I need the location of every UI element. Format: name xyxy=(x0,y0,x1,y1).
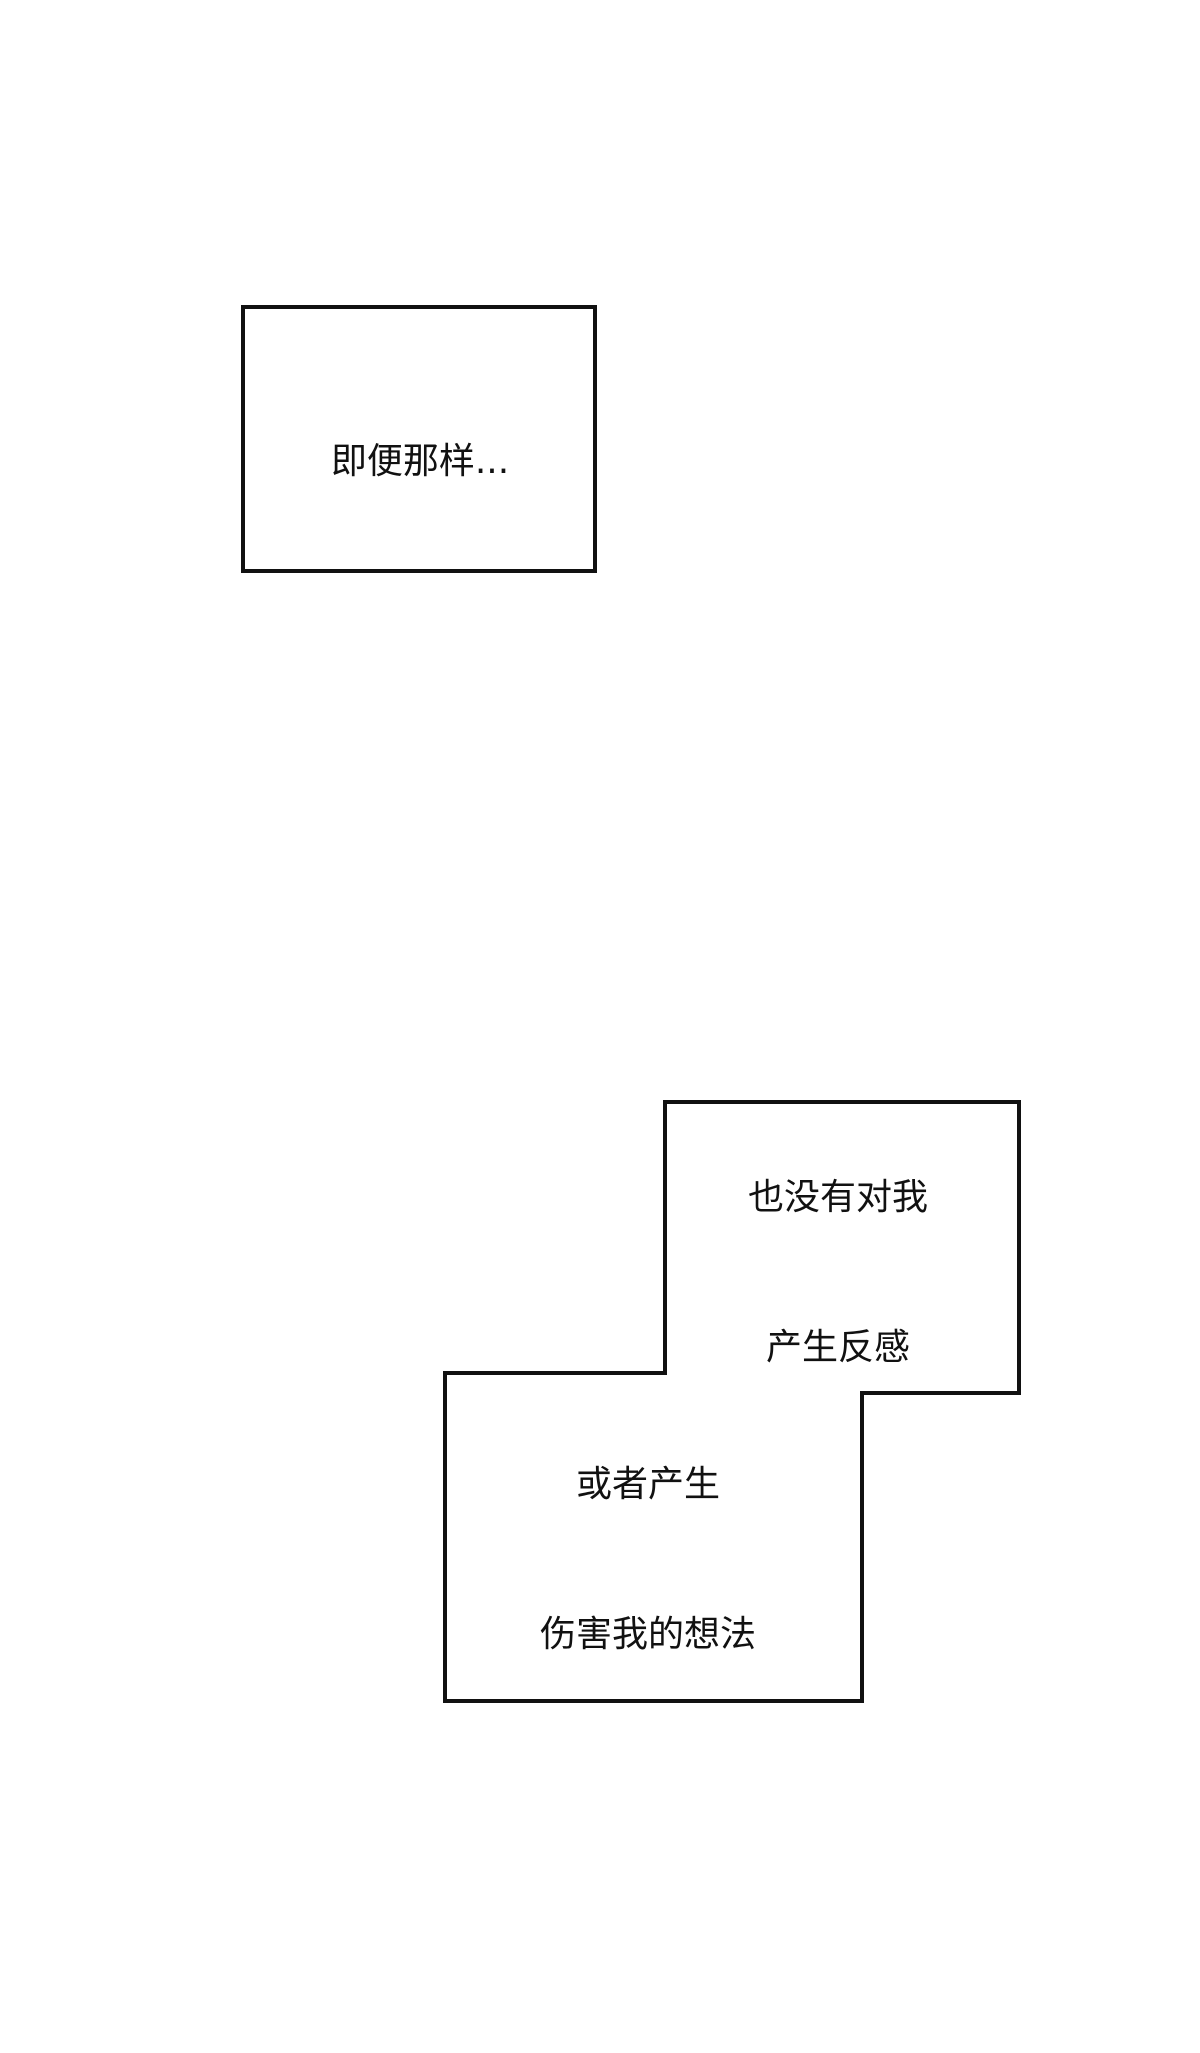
caption-line: 即便那样... xyxy=(330,441,510,482)
caption-line: 或者产生 xyxy=(575,1464,721,1505)
caption-text-2: 也没有对我 产生反感 xyxy=(748,1073,928,1423)
caption-box-1 xyxy=(241,305,597,573)
caption-frame-outline xyxy=(443,1100,1021,1703)
caption-text-1: 即便那样... xyxy=(331,337,509,537)
caption-line: 伤害我的想法 xyxy=(539,1614,757,1655)
caption-line: 产生反感 xyxy=(765,1327,911,1368)
caption-text-3: 或者产生 伤害我的想法 xyxy=(540,1360,756,1710)
caption-line: 也没有对我 xyxy=(747,1177,929,1218)
